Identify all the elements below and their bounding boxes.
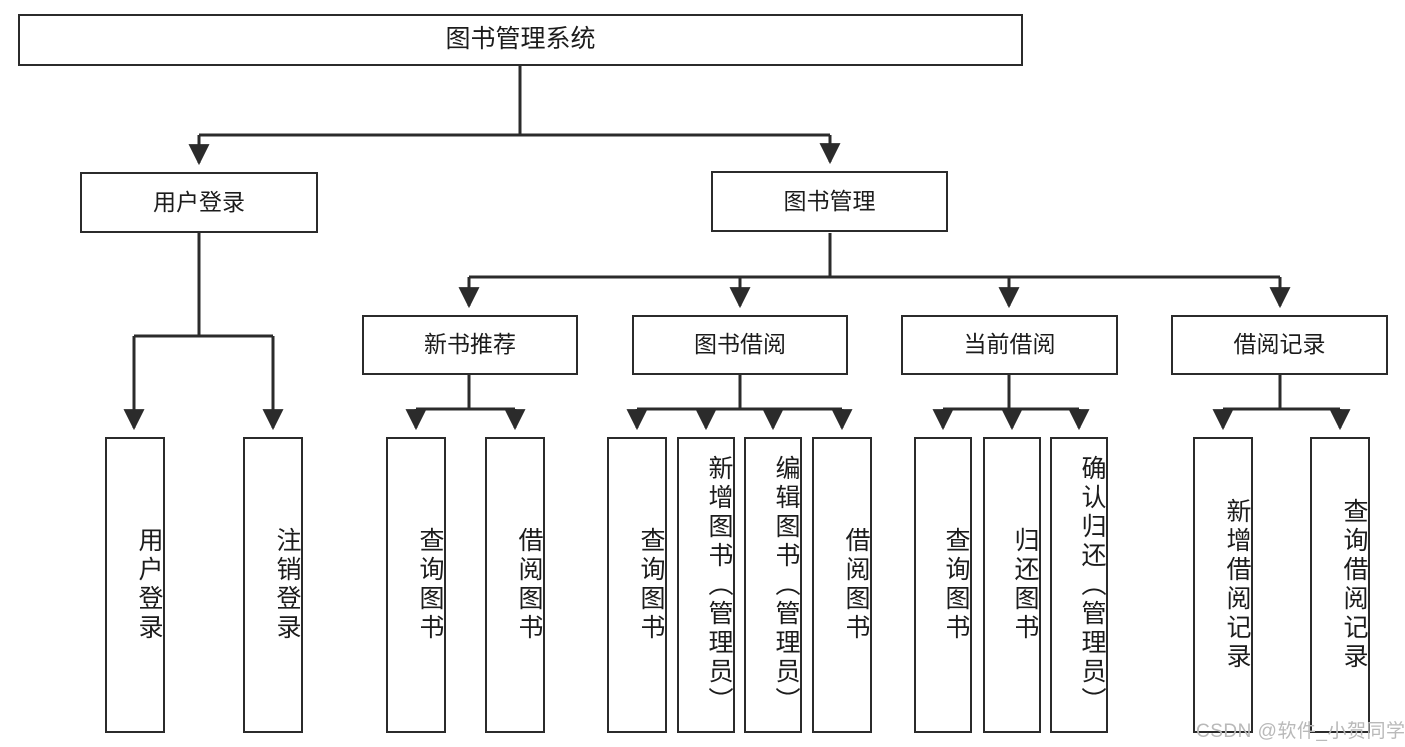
node-leaf-confirm-return-label: 确认归还（管理员） xyxy=(1078,454,1106,716)
node-leaf-user-logout-label: 注销登录 xyxy=(273,527,301,643)
node-leaf-add-borrow-record-label: 新增借阅记录 xyxy=(1223,498,1251,672)
node-leaf-add-borrow-record[interactable]: 新增借阅记录 xyxy=(1193,437,1253,733)
node-new-book-recommend-label: 新书推荐 xyxy=(424,331,516,358)
node-leaf-borrow-book-2[interactable]: 借阅图书 xyxy=(812,437,872,733)
node-leaf-return-book[interactable]: 归还图书 xyxy=(983,437,1041,733)
node-root-label: 图书管理系统 xyxy=(445,25,596,54)
node-leaf-query-book-2[interactable]: 查询图书 xyxy=(607,437,667,733)
node-book-manage[interactable]: 图书管理 xyxy=(711,171,948,232)
node-leaf-user-login[interactable]: 用户登录 xyxy=(105,437,165,733)
node-book-borrow[interactable]: 图书借阅 xyxy=(632,315,848,375)
node-book-borrow-label: 图书借阅 xyxy=(694,331,786,358)
node-leaf-query-borrow-record-label: 查询借阅记录 xyxy=(1340,498,1368,672)
node-new-book-recommend[interactable]: 新书推荐 xyxy=(362,315,578,375)
node-current-borrow-label: 当前借阅 xyxy=(963,331,1056,358)
csdn-watermark: CSDN @软件_小贺同学 xyxy=(1196,721,1405,742)
node-leaf-borrow-book-1[interactable]: 借阅图书 xyxy=(485,437,545,733)
node-leaf-user-login-label: 用户登录 xyxy=(135,527,163,643)
node-leaf-borrow-book-2-label: 借阅图书 xyxy=(842,527,870,643)
node-leaf-add-book-label: 新增图书（管理员） xyxy=(705,454,733,716)
node-borrow-record-label: 借阅记录 xyxy=(1233,331,1326,358)
node-leaf-query-book-3[interactable]: 查询图书 xyxy=(914,437,972,733)
node-root[interactable]: 图书管理系统 xyxy=(18,14,1023,66)
node-book-manage-label: 图书管理 xyxy=(783,187,876,214)
node-leaf-user-logout[interactable]: 注销登录 xyxy=(243,437,303,733)
node-user-login-label: 用户登录 xyxy=(153,188,245,215)
node-leaf-add-book[interactable]: 新增图书（管理员） xyxy=(677,437,735,733)
node-leaf-confirm-return[interactable]: 确认归还（管理员） xyxy=(1050,437,1108,733)
node-leaf-query-book-2-label: 查询图书 xyxy=(637,527,665,643)
node-leaf-return-book-label: 归还图书 xyxy=(1011,527,1039,643)
node-leaf-query-borrow-record[interactable]: 查询借阅记录 xyxy=(1310,437,1370,733)
node-current-borrow[interactable]: 当前借阅 xyxy=(901,315,1118,375)
node-leaf-query-book-1[interactable]: 查询图书 xyxy=(386,437,446,733)
node-leaf-query-book-1-label: 查询图书 xyxy=(416,527,444,643)
node-leaf-edit-book[interactable]: 编辑图书（管理员） xyxy=(744,437,802,733)
node-user-login[interactable]: 用户登录 xyxy=(80,172,318,233)
node-leaf-borrow-book-1-label: 借阅图书 xyxy=(515,527,543,643)
node-leaf-query-book-3-label: 查询图书 xyxy=(942,527,970,643)
node-borrow-record[interactable]: 借阅记录 xyxy=(1171,315,1388,375)
node-leaf-edit-book-label: 编辑图书（管理员） xyxy=(772,454,800,716)
